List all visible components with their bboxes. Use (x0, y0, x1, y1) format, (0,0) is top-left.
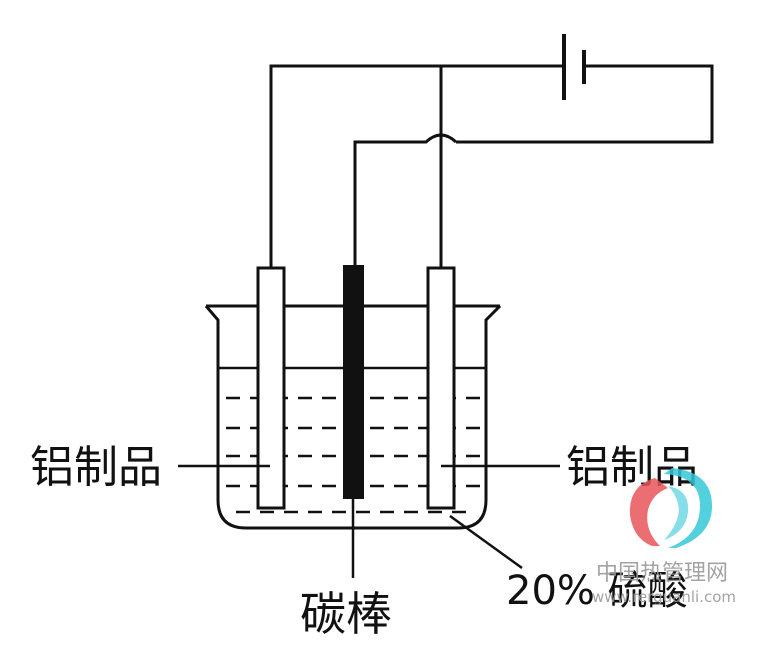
left-electrode-label: 铝制品 (30, 442, 162, 493)
battery-icon (562, 34, 586, 100)
electrolyte-label-leader (449, 514, 523, 570)
watermark-logo (629, 468, 712, 548)
carbon-rod (343, 265, 364, 499)
circuit-wires (269, 64, 714, 268)
right-aluminum-electrode (426, 266, 456, 510)
watermark-logo-cyan-inner (664, 486, 689, 540)
leader-lines (178, 464, 560, 578)
left-aluminum-electrode (256, 266, 286, 510)
right-electrode-label: 铝制品 (566, 442, 698, 493)
watermark-logo-red-shape (629, 478, 668, 546)
electrolyte-label: 20% 硫酸 (506, 568, 688, 614)
watermark-site-url: www.rerguanli.com (592, 588, 736, 606)
carbon-rod-wire (353, 133, 458, 268)
watermark-site-name: 中国热管理网 (596, 561, 728, 586)
battery-right-wire (456, 64, 714, 144)
carbon-rod-label: 碳棒 (300, 587, 392, 641)
watermark-logo-cyan-shape (664, 468, 712, 548)
top-wire (269, 64, 562, 268)
